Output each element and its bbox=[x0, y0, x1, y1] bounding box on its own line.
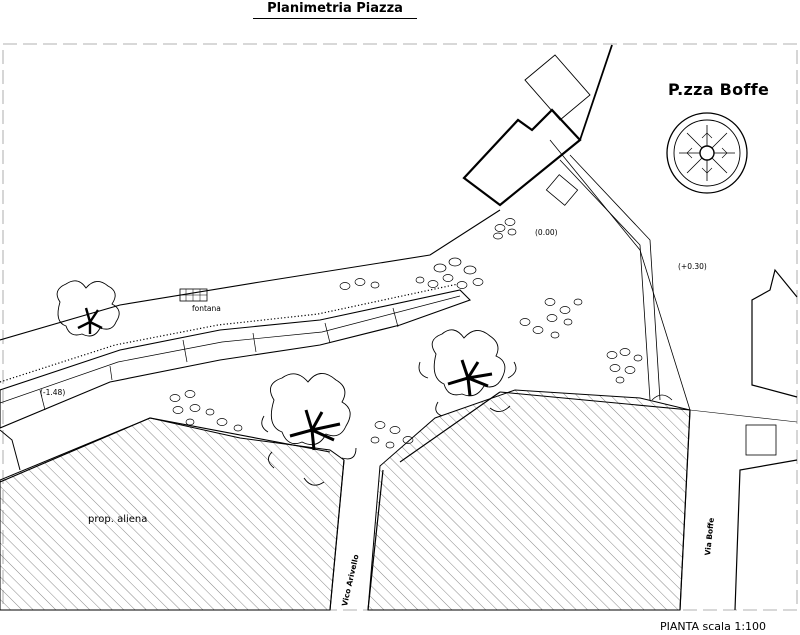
square-edge-south bbox=[399, 391, 501, 463]
elevation-upper-label: (+0.30) bbox=[678, 262, 707, 271]
square-name: P.zza Boffe bbox=[668, 80, 770, 99]
channel-edge-dots bbox=[0, 283, 459, 383]
round-planter-icon bbox=[666, 112, 748, 194]
via-edge-right-lower bbox=[734, 459, 798, 611]
ramp-line-1 bbox=[559, 159, 651, 401]
private-area-middle bbox=[367, 389, 691, 611]
building-north-edge bbox=[579, 44, 613, 141]
elevation-lower-label: (-1.48) bbox=[40, 388, 66, 397]
private-area-left bbox=[0, 417, 345, 611]
channel-div-2 bbox=[182, 339, 188, 363]
stone-cluster bbox=[169, 218, 643, 449]
via-step bbox=[745, 424, 777, 456]
street-edge-south bbox=[0, 417, 331, 483]
scale-caption: PIANTA scala 1:100 bbox=[660, 620, 767, 633]
elevation-square-label: (0.00) bbox=[535, 228, 558, 237]
via-centre-line bbox=[689, 409, 798, 423]
via-edge-left bbox=[679, 409, 691, 611]
channel-outer bbox=[0, 289, 472, 429]
vico-edge-right bbox=[367, 469, 384, 611]
channel-inner bbox=[0, 295, 461, 404]
tree-icon bbox=[418, 329, 517, 417]
ramp-line-2 bbox=[569, 154, 661, 401]
private-property-label: prop. aliena bbox=[88, 514, 148, 525]
tree-icon bbox=[261, 373, 357, 486]
channel-div-4 bbox=[324, 322, 331, 344]
channel-div-1 bbox=[109, 365, 113, 381]
channel-div-6 bbox=[39, 389, 46, 411]
vico-edge-left bbox=[329, 459, 345, 611]
street-edge-north bbox=[0, 209, 501, 341]
channel-div-3 bbox=[252, 332, 257, 353]
left-wall bbox=[0, 429, 21, 471]
building-north bbox=[524, 54, 591, 121]
fountain-label: fontana bbox=[192, 304, 221, 313]
ramp-steps bbox=[545, 174, 579, 206]
square-edge-east bbox=[499, 391, 691, 411]
square-edge-east-long bbox=[549, 139, 691, 411]
drawing-title-wrap: Planimetria Piazza bbox=[0, 1, 670, 19]
building-main bbox=[462, 108, 582, 207]
channel-div-5 bbox=[392, 307, 399, 328]
via-edge-right bbox=[751, 268, 798, 398]
ramp-end-arc bbox=[651, 394, 673, 401]
tree-icon bbox=[56, 280, 120, 337]
drawing-title: Planimetria Piazza bbox=[253, 1, 417, 19]
